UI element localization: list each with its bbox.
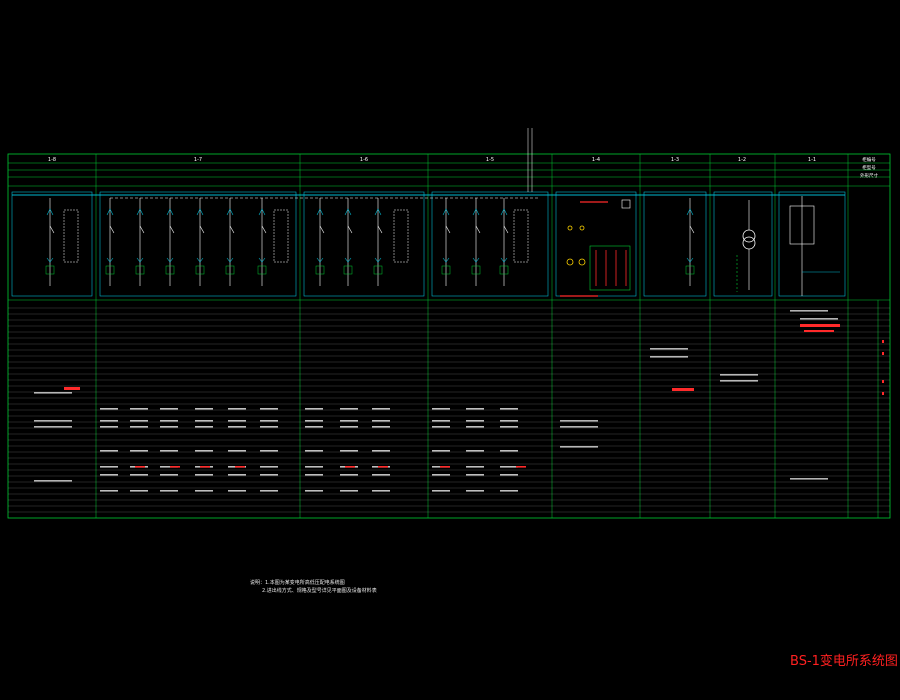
cabinet-number-label: 1-7 — [194, 157, 202, 163]
design-note-1: 说明：1.本图为某变电所高低压配电系统图 — [250, 580, 345, 586]
design-note-2: 2.进出线方式、规格及型号详见平面图及设备材料表 — [262, 588, 377, 594]
cabinet-number-label: 1-6 — [360, 157, 368, 163]
feeder-circuits — [45, 198, 695, 286]
right-header-label: 柜型号 — [862, 164, 876, 171]
cabinet-number-label: 1-2 — [738, 157, 746, 163]
column-dividers — [95, 154, 879, 518]
transformer-section — [736, 196, 840, 296]
drawing-frame — [7, 153, 891, 519]
drawing-title-stamp: BS-1变电所系统图 — [790, 654, 898, 669]
parameter-table-rows — [8, 307, 890, 513]
cabinet-number-label: 1-8 — [48, 157, 56, 163]
cabinet-number-label: 1-4 — [592, 157, 600, 163]
right-header-label: 外形尺寸 — [860, 172, 878, 179]
right-header-label: 柜编号 — [862, 156, 876, 163]
right-margin-marks — [882, 340, 884, 395]
cabinet-number-label: 1-3 — [671, 157, 679, 163]
red-table-highlights — [64, 324, 840, 391]
table-text-fragments — [34, 310, 838, 492]
cabinet-outlines — [11, 191, 846, 297]
cabinet-number-label: 1-1 — [808, 157, 816, 163]
metering-section — [560, 199, 631, 297]
vertical-annotation — [527, 128, 533, 192]
cabinet-number-label: 1-5 — [486, 157, 494, 163]
